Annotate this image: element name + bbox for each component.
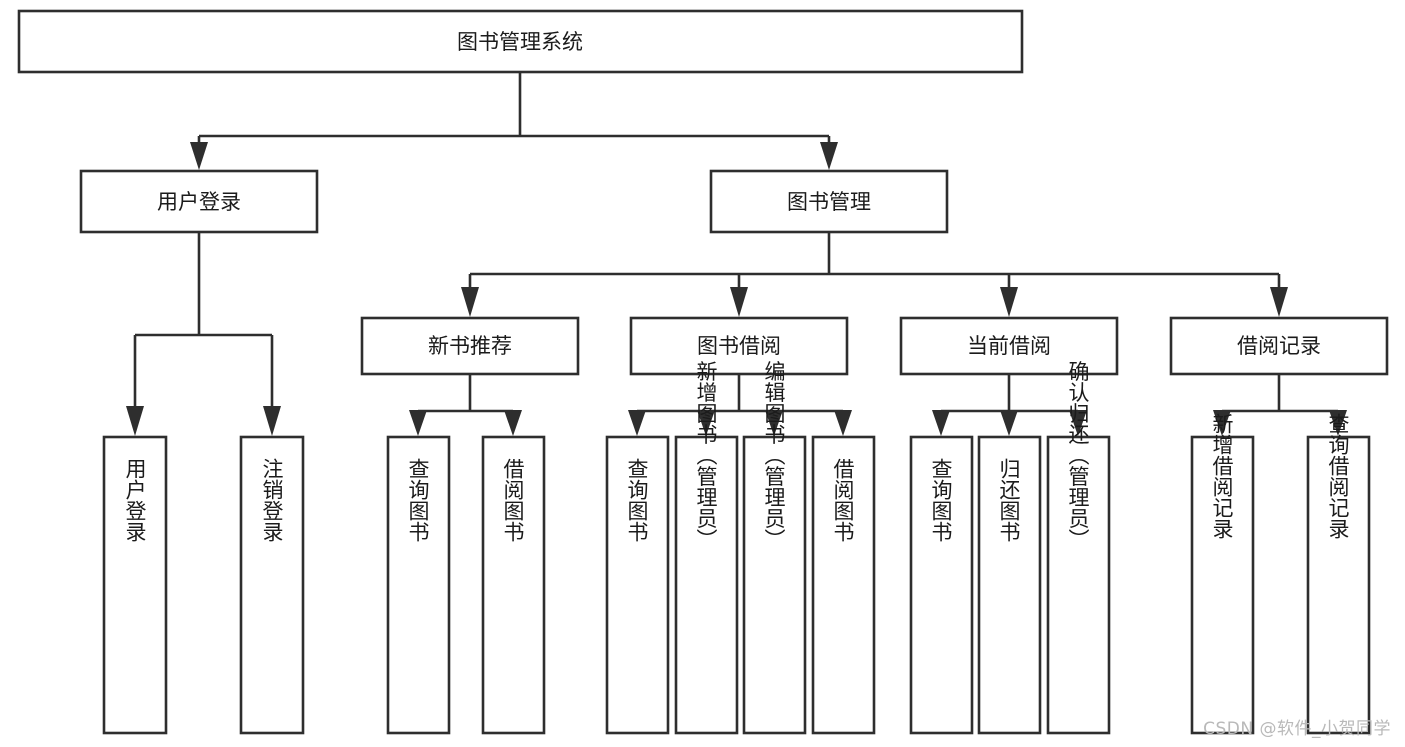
- arrow-head-leaf-edit-book: [765, 410, 783, 436]
- node-book-borrow[interactable]: 图书借阅: [629, 316, 849, 376]
- arrow-head-leaf-borrow-book-2: [834, 410, 852, 436]
- node-leaf-query-record[interactable]: 查询借阅记录: [1306, 413, 1371, 735]
- node-leaf-borrow-book-1-label: 借阅图书: [501, 458, 525, 542]
- node-borrow-record[interactable]: 借阅记录: [1169, 316, 1389, 376]
- arrow-head-leaf-query-book-1: [409, 410, 427, 436]
- node-leaf-add-record[interactable]: 新增借阅记录: [1190, 413, 1255, 735]
- node-borrow-record-box[interactable]: [1169, 316, 1389, 376]
- node-leaf-logout-label: 注销登录: [260, 458, 284, 542]
- node-borrow-record-label: 借阅记录: [1237, 334, 1321, 358]
- node-user-login-label: 用户登录: [157, 190, 241, 214]
- arrow-head-leaf-return-book: [1000, 410, 1018, 436]
- node-current-borrow-box[interactable]: [899, 316, 1119, 376]
- node-new-book-rec[interactable]: 新书推荐: [360, 316, 580, 376]
- node-leaf-confirm-return-box[interactable]: [1046, 435, 1111, 735]
- node-leaf-borrow-book-2[interactable]: 借阅图书: [811, 435, 876, 735]
- node-leaf-query-record-label: 查询借阅记录: [1326, 413, 1350, 539]
- node-leaf-borrow-book-1[interactable]: 借阅图书: [481, 435, 546, 735]
- arrow-head-book-borrow: [730, 287, 748, 317]
- node-leaf-user-login-box[interactable]: [102, 435, 168, 735]
- node-leaf-query-book-2-box[interactable]: [605, 435, 670, 735]
- node-leaf-borrow-book-2-box[interactable]: [811, 435, 876, 735]
- arrow-head-leaf-user-login: [126, 406, 144, 436]
- node-leaf-logout[interactable]: 注销登录: [239, 435, 305, 735]
- node-book-manage[interactable]: 图书管理: [709, 169, 949, 234]
- node-leaf-borrow-book-1-box[interactable]: [481, 435, 546, 735]
- node-current-borrow-label: 当前借阅: [967, 334, 1051, 358]
- node-leaf-query-record-box[interactable]: [1306, 435, 1371, 735]
- node-leaf-query-book-1-label: 查询图书: [406, 458, 430, 542]
- node-leaf-query-book-3[interactable]: 查询图书: [909, 435, 974, 735]
- node-leaf-query-book-3-box[interactable]: [909, 435, 974, 735]
- arrow-head-leaf-logout: [263, 406, 281, 436]
- arrow-head-user-login: [190, 142, 208, 170]
- node-book-manage-label: 图书管理: [787, 190, 871, 214]
- connector-layer: [126, 72, 1347, 436]
- node-leaf-add-book-box[interactable]: [674, 435, 739, 735]
- node-book-borrow-box[interactable]: [629, 316, 849, 376]
- arrow-head-new-book-rec: [461, 287, 479, 317]
- node-leaf-return-book-label: 归还图书: [997, 458, 1021, 542]
- arrow-head-leaf-confirm-return: [1069, 410, 1087, 436]
- arrow-head-book-manage: [820, 142, 838, 170]
- node-new-book-rec-box[interactable]: [360, 316, 580, 376]
- node-book-borrow-label: 图书借阅: [697, 334, 781, 358]
- arrow-head-leaf-add-book: [697, 410, 715, 436]
- arrow-head-current-borrow: [1000, 287, 1018, 317]
- node-leaf-return-book[interactable]: 归还图书: [977, 435, 1042, 735]
- arrow-head-leaf-borrow-book-1: [504, 410, 522, 436]
- arrow-head-leaf-add-record: [1213, 410, 1231, 436]
- arrow-head-leaf-query-book-2: [628, 410, 646, 436]
- node-user-login-box[interactable]: [79, 169, 319, 234]
- node-leaf-query-book-1[interactable]: 查询图书: [386, 435, 451, 735]
- node-current-borrow[interactable]: 当前借阅: [899, 316, 1119, 376]
- node-leaf-add-book[interactable]: 新增图书（管理员）: [674, 361, 739, 735]
- node-leaf-user-login[interactable]: 用户登录: [102, 435, 168, 735]
- node-leaf-confirm-return[interactable]: 确认归还（管理员）: [1046, 361, 1111, 735]
- node-user-login[interactable]: 用户登录: [79, 169, 319, 234]
- node-leaf-confirm-return-label: 确认归还（管理员）: [1066, 361, 1090, 550]
- node-leaf-borrow-book-2-label: 借阅图书: [831, 458, 855, 542]
- node-root[interactable]: 图书管理系统: [17, 9, 1024, 74]
- node-leaf-add-record-box[interactable]: [1190, 435, 1255, 735]
- node-leaf-query-book-3-label: 查询图书: [929, 458, 953, 542]
- node-leaf-add-record-label: 新增借阅记录: [1210, 413, 1234, 539]
- node-leaf-edit-book-label: 编辑图书（管理员）: [762, 361, 786, 550]
- node-book-manage-box[interactable]: [709, 169, 949, 234]
- node-new-book-rec-label: 新书推荐: [428, 334, 512, 358]
- node-leaf-query-book-1-box[interactable]: [386, 435, 451, 735]
- node-root-label: 图书管理系统: [457, 30, 583, 54]
- node-leaf-query-book-2-label: 查询图书: [625, 458, 649, 542]
- node-leaf-query-book-2[interactable]: 查询图书: [605, 435, 670, 735]
- node-leaf-edit-book-box[interactable]: [742, 435, 807, 735]
- arrow-head-borrow-record: [1270, 287, 1288, 317]
- node-leaf-user-login-label: 用户登录: [123, 458, 147, 542]
- node-leaf-edit-book[interactable]: 编辑图书（管理员）: [742, 361, 807, 735]
- node-leaf-return-book-box[interactable]: [977, 435, 1042, 735]
- node-leaf-logout-box[interactable]: [239, 435, 305, 735]
- arrow-head-leaf-query-book-3: [932, 410, 950, 436]
- arrow-head-leaf-query-record: [1329, 410, 1347, 436]
- node-root-box[interactable]: [17, 9, 1024, 74]
- node-leaf-add-book-label: 新增图书（管理员）: [694, 361, 718, 550]
